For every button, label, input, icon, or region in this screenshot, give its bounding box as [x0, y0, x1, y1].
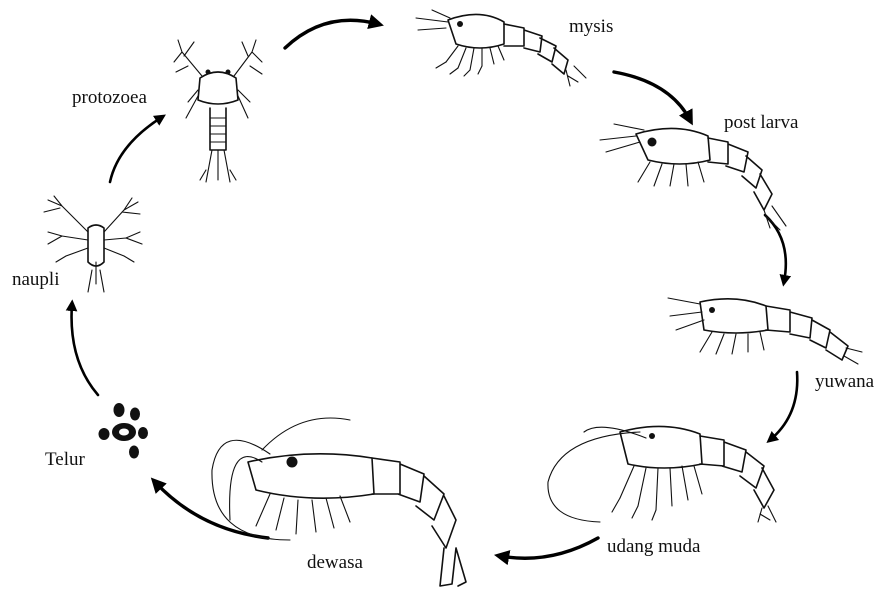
yuwana-illustration [668, 298, 862, 364]
protozoea-illustration [174, 40, 262, 182]
label-protozoea: protozoea [72, 88, 147, 107]
label-telur: Telur [45, 450, 85, 469]
arrow-dewasa-to-telur [155, 482, 268, 538]
arrow-mysis-to-postlarva [614, 72, 690, 120]
label-yuwana: yuwana [815, 372, 874, 391]
arrow-yuwana-to-udangmuda [770, 372, 797, 440]
label-mysis: mysis [569, 17, 613, 36]
eggs-illustration [99, 403, 149, 459]
arrow-naupli-to-protozoea [110, 117, 162, 182]
post-larva-illustration [600, 124, 786, 230]
arrow-udangmuda-to-dewasa [500, 538, 598, 558]
mysis-illustration [416, 10, 586, 86]
udang-muda-illustration [548, 426, 776, 522]
label-post-larva: post larva [724, 113, 798, 132]
arrow-telur-to-naupli [72, 304, 98, 395]
arrow-protozoea-to-mysis [285, 20, 378, 48]
label-dewasa: dewasa [307, 553, 363, 572]
label-udang-muda: udang muda [607, 537, 700, 556]
label-naupli: naupli [12, 270, 60, 289]
